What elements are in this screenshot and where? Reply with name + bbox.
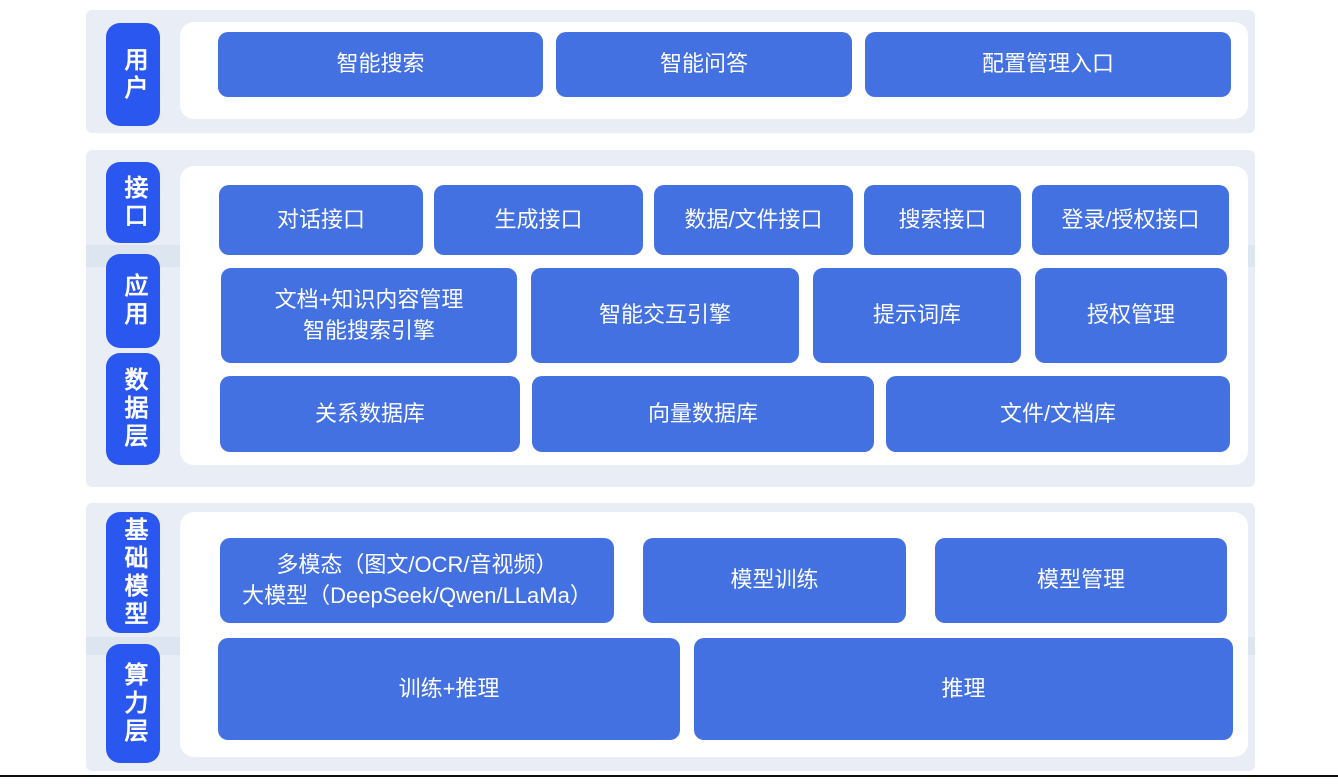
layer-tab-application-label: 应用 (120, 273, 147, 329)
box-authorization-management: 授权管理 (1035, 268, 1227, 363)
box-intelligent-interaction-engine: 智能交互引擎 (531, 268, 799, 363)
box-doc-knowledge-search-engine: 文档+知识内容管理 智能搜索引擎 (221, 268, 517, 363)
layer-tab-user-label: 用户 (120, 46, 147, 103)
interface-layer-row: 对话接口 生成接口 数据/文件接口 搜索接口 登录/授权接口 (219, 185, 1229, 255)
layer-tab-foundation-model: 基础模型 (106, 512, 160, 633)
bottom-border-line (0, 775, 1338, 777)
layer-tab-user: 用户 (106, 23, 160, 126)
box-prompt-library: 提示词库 (813, 268, 1021, 363)
box-config-management-entry: 配置管理入口 (865, 32, 1231, 97)
layer-tab-application: 应用 (106, 254, 160, 348)
box-model-management: 模型管理 (935, 538, 1227, 623)
box-generation-interface: 生成接口 (434, 185, 643, 255)
box-inference: 推理 (694, 638, 1233, 740)
data-layer-row: 关系数据库 向量数据库 文件/文档库 (220, 376, 1230, 452)
foundation-model-row: 多模态（图文/OCR/音视频） 大模型（DeepSeek/Qwen/LLaMa）… (220, 538, 1227, 623)
layer-tab-compute-layer-label: 算力层 (120, 661, 147, 746)
box-data-file-interface: 数据/文件接口 (654, 185, 853, 255)
compute-layer-row: 训练+推理 推理 (218, 638, 1233, 740)
user-layer-row: 智能搜索 智能问答 配置管理入口 (218, 32, 1231, 97)
box-relational-database: 关系数据库 (220, 376, 520, 452)
layer-tab-data-layer-label: 数据层 (120, 367, 147, 451)
user-layer-panel: 智能搜索 智能问答 配置管理入口 (180, 22, 1248, 119)
box-intelligent-search: 智能搜索 (218, 32, 543, 97)
box-intelligent-qa: 智能问答 (556, 32, 852, 97)
box-search-interface: 搜索接口 (864, 185, 1021, 255)
box-model-training: 模型训练 (643, 538, 906, 623)
box-dialog-interface: 对话接口 (219, 185, 423, 255)
box-file-document-store: 文件/文档库 (886, 376, 1230, 452)
layer-tab-compute-layer: 算力层 (106, 644, 160, 763)
box-multimodal-llm: 多模态（图文/OCR/音视频） 大模型（DeepSeek/Qwen/LLaMa） (220, 538, 614, 623)
bottom-layers-panel: 多模态（图文/OCR/音视频） 大模型（DeepSeek/Qwen/LLaMa）… (180, 512, 1248, 757)
box-training-inference: 训练+推理 (218, 638, 680, 740)
middle-layers-panel: 对话接口 生成接口 数据/文件接口 搜索接口 登录/授权接口 文档+知识内容管理… (180, 166, 1248, 465)
layer-tab-interface-label: 接口 (120, 174, 147, 231)
layer-tab-foundation-model-label: 基础模型 (120, 516, 147, 629)
layer-tab-interface: 接口 (106, 162, 160, 243)
box-login-auth-interface: 登录/授权接口 (1032, 185, 1229, 255)
application-layer-row: 文档+知识内容管理 智能搜索引擎 智能交互引擎 提示词库 授权管理 (221, 268, 1227, 363)
layer-tab-data-layer: 数据层 (106, 353, 160, 465)
box-vector-database: 向量数据库 (532, 376, 874, 452)
